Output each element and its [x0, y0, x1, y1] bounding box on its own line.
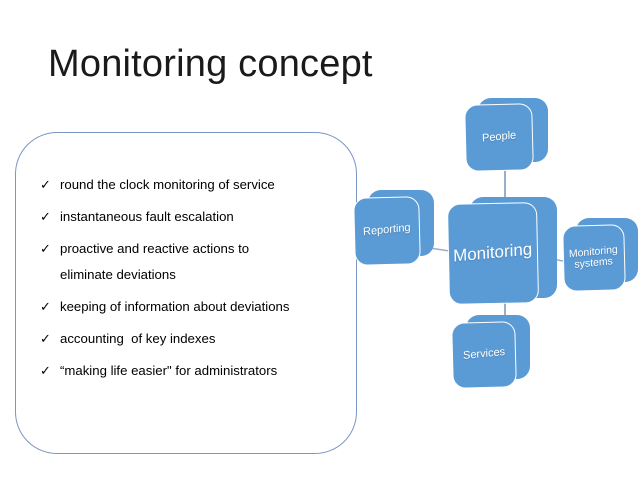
checkmark-icon: ✓ [40, 241, 51, 256]
diagram-node-monitoring-systems[interactable]: Monitoring systems [562, 218, 638, 308]
list-item-label: instantaneous fault escalation [60, 209, 234, 224]
node-front-plate: Monitoring systems [562, 224, 626, 292]
checkmark-icon: ✓ [40, 299, 51, 314]
node-label: Reporting [363, 221, 411, 239]
checkmark-icon: ✓ [40, 331, 51, 346]
list-item-label: keeping of information about deviations [60, 299, 290, 314]
diagram-node-reporting[interactable]: Reporting [352, 190, 434, 282]
node-label: Services [462, 346, 506, 363]
list-item: ✓ proactive and reactive actions to elim… [40, 236, 340, 288]
diagram-node-monitoring[interactable]: Monitoring [446, 195, 563, 310]
checkmark-icon: ✓ [40, 209, 51, 224]
node-label: Monitoring systems [569, 243, 619, 271]
node-front-plate: Services [451, 321, 517, 389]
checkmark-icon: ✓ [40, 177, 51, 192]
list-item-label: “making life easier" for administrators [60, 363, 278, 378]
list-item: ✓ keeping of information about deviation… [40, 294, 340, 320]
list-item: ✓ “making life easier" for administrator… [40, 358, 340, 384]
smartart-diagram: People Reporting Monitoring Monitoring s… [352, 90, 638, 400]
list-item-label: accounting of key indexes [60, 331, 216, 346]
checkmark-icon: ✓ [40, 363, 51, 378]
callout-box [15, 132, 357, 454]
diagram-node-services[interactable]: Services [450, 315, 532, 397]
list-item-label: round the clock monitoring of service [60, 177, 275, 192]
node-label: People [481, 128, 517, 145]
node-front-plate: People [464, 103, 534, 172]
list-item-label: proactive and reactive actions to elimin… [60, 241, 250, 282]
node-label: Monitoring [453, 239, 533, 266]
list-item: ✓ instantaneous fault escalation [40, 204, 340, 230]
page-title: Monitoring concept [48, 43, 373, 85]
node-front-plate: Monitoring [446, 202, 540, 305]
list-item: ✓ accounting of key indexes [40, 326, 340, 352]
bullet-list: ✓ round the clock monitoring of service … [40, 172, 340, 390]
list-item: ✓ round the clock monitoring of service [40, 172, 340, 198]
diagram-node-people[interactable]: People [462, 98, 548, 180]
node-front-plate: Reporting [353, 196, 421, 266]
